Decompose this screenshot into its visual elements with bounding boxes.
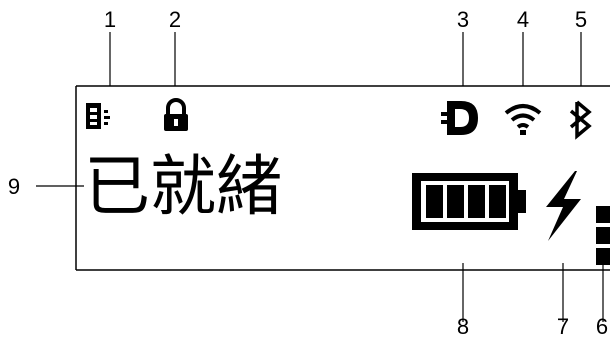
- data-level-segment: [596, 206, 610, 223]
- callout-3: 3: [457, 7, 469, 32]
- wifi-icon: [504, 104, 542, 135]
- battery-bar: [447, 185, 464, 218]
- callout-8: 8: [457, 314, 469, 339]
- battery-level-icon: [412, 173, 526, 230]
- callout-4: 4: [517, 7, 529, 32]
- leader-lines: [36, 32, 604, 322]
- bluetooth-icon: [569, 100, 592, 140]
- status-text: 已就緒: [84, 148, 282, 225]
- battery-bar: [489, 185, 506, 218]
- pc-connection-icon: [86, 103, 110, 129]
- wifi-direct-icon: [441, 101, 478, 135]
- battery-bar: [468, 185, 485, 218]
- data-level-icon: [596, 206, 610, 265]
- lock-icon: [164, 98, 188, 131]
- charging-icon: [546, 171, 581, 241]
- battery-bar: [426, 185, 443, 218]
- data-level-segment: [596, 248, 610, 265]
- callout-6: 6: [596, 314, 608, 339]
- callout-5: 5: [575, 7, 587, 32]
- callout-1: 1: [104, 7, 116, 32]
- callout-2: 2: [169, 7, 181, 32]
- data-level-segment: [596, 227, 610, 244]
- callout-7: 7: [557, 314, 569, 339]
- callout-9: 9: [8, 174, 20, 199]
- lcd-frame: [75, 85, 610, 271]
- battery-bars: [426, 185, 506, 218]
